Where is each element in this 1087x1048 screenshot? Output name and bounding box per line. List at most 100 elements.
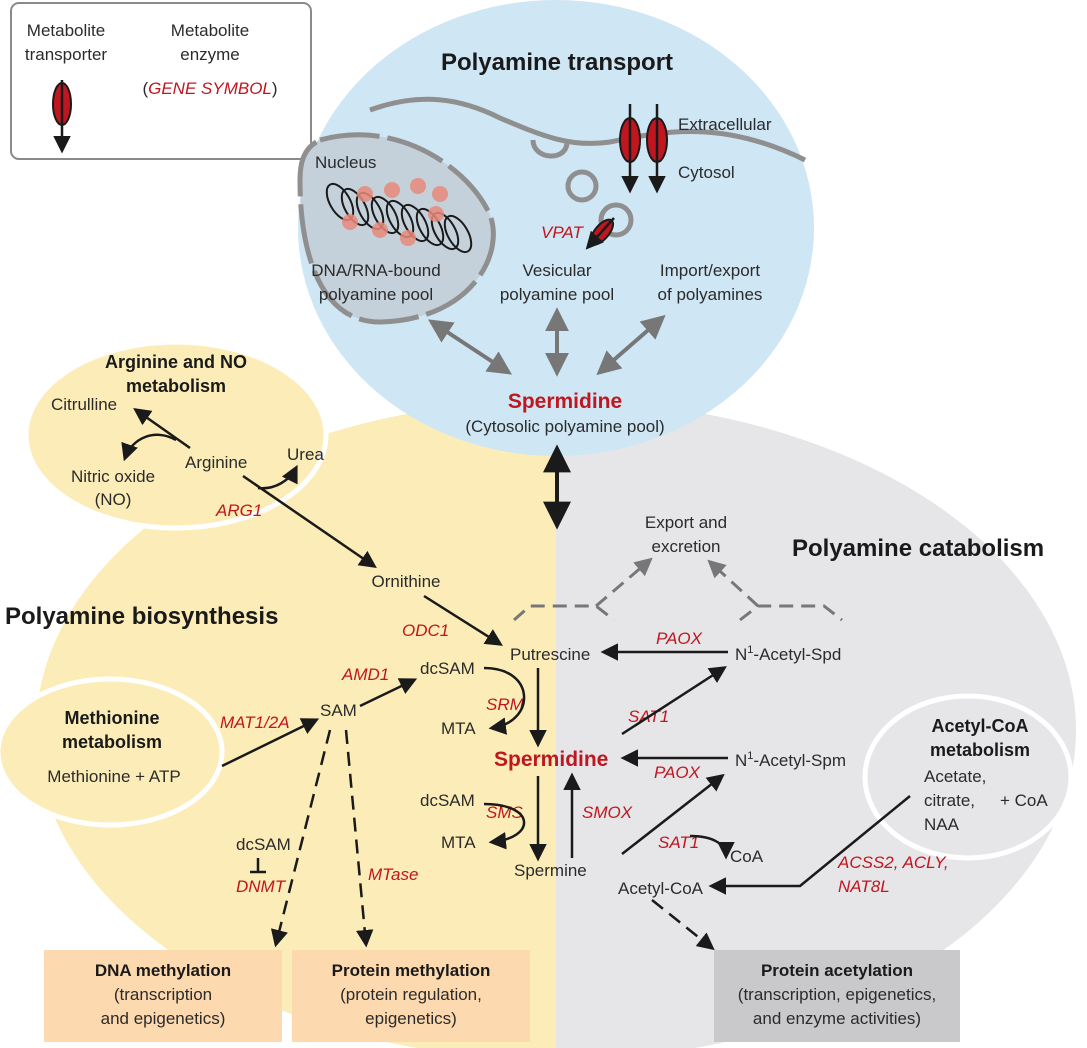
smox-label: SMOX — [582, 803, 633, 822]
protein-methylation-title: Protein methylation — [332, 961, 491, 980]
methionine-title-1: Methionine — [65, 708, 160, 728]
vpat-transporter — [585, 217, 615, 250]
export-label-1: Export and — [645, 513, 727, 532]
cytosol-label: Cytosol — [678, 163, 735, 182]
vesicle-1 — [565, 169, 599, 203]
transport-arrows — [427, 307, 666, 377]
transporter-1 — [619, 104, 641, 194]
odc1-label: ODC1 — [402, 621, 449, 640]
plasma-membrane — [369, 96, 807, 163]
vesicle-2 — [598, 202, 634, 238]
import-export-label-1: Import/export — [660, 261, 760, 280]
import-export-label-2: of polyamines — [658, 285, 763, 304]
protein-acetylation-title: Protein acetylation — [761, 961, 913, 980]
naa-label: NAA — [924, 815, 960, 834]
nucleus-envelope — [297, 132, 496, 325]
n1-acetyl-spd-label: N1-Acetyl-Spd — [735, 644, 841, 664]
putrescine-label: Putrescine — [510, 645, 590, 664]
nitric-oxide-label-2: (NO) — [95, 490, 132, 509]
nitric-oxide-label-1: Nitric oxide — [71, 467, 155, 486]
legend-enzyme-label-1: Metabolite — [171, 21, 249, 40]
vesicular-pool-label-2: polyamine pool — [500, 285, 614, 304]
dcsam-label: dcSAM — [420, 659, 475, 678]
membrane-invagination — [530, 139, 570, 159]
mat-label: MAT1/2A — [220, 713, 290, 732]
cytosolic-pool-label: (Cytosolic polyamine pool) — [465, 417, 664, 436]
acss2-acly-label: ACSS2, ACLY, — [837, 853, 949, 872]
vpat-label: VPAT — [541, 223, 584, 242]
acetylcoa-region — [862, 693, 1074, 861]
spermine-label: Spermine — [514, 861, 587, 880]
spermidine-transport-label: Spermidine — [508, 390, 622, 413]
acetylcoa-title-2: metabolism — [930, 740, 1030, 760]
sms-label: SMS — [486, 803, 524, 822]
citrate-label: citrate, — [924, 791, 975, 810]
dcsam-2-label: dcSAM — [420, 791, 475, 810]
extracellular-label: Extracellular — [678, 115, 772, 134]
citrulline-label: Citrulline — [51, 395, 117, 414]
legend-enzyme-label-2: enzyme — [180, 45, 240, 64]
arginine-arrows — [121, 407, 377, 568]
polyamine-dots — [342, 178, 448, 246]
biosynthesis-region — [36, 400, 556, 1048]
amd1-label: AMD1 — [341, 665, 389, 684]
arginine-title-1: Arginine and NO — [105, 352, 247, 372]
legend-transporter-label-2: transporter — [25, 45, 108, 64]
n1-acetyl-spm-label: N1-Acetyl-Spm — [735, 750, 846, 770]
dna-methylation-title: DNA methylation — [95, 961, 231, 980]
paox-1-label: PAOX — [656, 629, 703, 648]
transport-region — [298, 0, 814, 456]
coa-label: CoA — [730, 847, 764, 866]
protein-acetylation-line-2: and enzyme activities) — [753, 1009, 921, 1028]
dna-pool-label-1: DNA/RNA-bound — [311, 261, 440, 280]
spermidine-main-label: Spermidine — [494, 748, 608, 771]
methionine-region — [0, 676, 225, 828]
arg1-label: ARG1 — [215, 501, 262, 520]
arginine-title-2: metabolism — [126, 376, 226, 396]
dcsam-3-label: dcSAM — [236, 835, 291, 854]
legend-transporter-icon — [52, 80, 72, 154]
ornithine-label: Ornithine — [372, 572, 441, 591]
catabolism-region — [556, 400, 1076, 1048]
protein-acetylation-line-1: (transcription, epigenetics, — [738, 985, 936, 1004]
acetylcoa-title-1: Acetyl-CoA — [931, 716, 1028, 736]
dna-methylation-line-2: and epigenetics) — [101, 1009, 226, 1028]
biosynthesis-arrows — [221, 594, 581, 948]
dna-methylation-line-1: (transcription — [114, 985, 212, 1004]
mta-2-label: MTA — [441, 833, 476, 852]
transporter-2 — [646, 104, 668, 194]
catabolism-title: Polyamine catabolism — [792, 535, 1044, 562]
plus-coa-label: + CoA — [1000, 791, 1048, 810]
srm-label: SRM — [486, 695, 525, 714]
arginine-label: Arginine — [185, 453, 247, 472]
nucleus-label: Nucleus — [315, 153, 376, 172]
acetate-label: Acetate, — [924, 767, 986, 786]
dna-methylation-box — [44, 950, 282, 1042]
nat8l-label: NAT8L — [838, 877, 890, 896]
sat1-b-label: SAT1 — [658, 833, 699, 852]
protein-acetylation-box — [714, 950, 960, 1042]
methionine-title-2: metabolism — [62, 732, 162, 752]
dnmt-label: DNMT — [236, 877, 287, 896]
catabolism-arrows — [600, 643, 911, 951]
protein-methylation-line-1: (protein regulation, — [340, 985, 482, 1004]
legend-gene-symbol: (GENE SYMBOL) — [142, 79, 277, 98]
biosynthesis-title: Polyamine biosynthesis — [5, 603, 278, 630]
legend-transporter-label-1: Metabolite — [27, 21, 105, 40]
mta-label: MTA — [441, 719, 476, 738]
export-label-2: excretion — [652, 537, 721, 556]
vesicular-pool-label-1: Vesicular — [523, 261, 592, 280]
export-dashed-lines — [513, 557, 843, 622]
mtase-label: MTase — [368, 865, 418, 884]
dna-pool-label-2: polyamine pool — [319, 285, 433, 304]
protein-methylation-line-2: epigenetics) — [365, 1009, 457, 1028]
legend-box — [10, 2, 312, 160]
sam-label: SAM — [320, 701, 357, 720]
methionine-substrate-label: Methionine + ATP — [47, 767, 180, 786]
transport-title: Polyamine transport — [441, 49, 673, 76]
urea-label: Urea — [287, 445, 324, 464]
acetyl-coa-label: Acetyl-CoA — [618, 879, 704, 898]
protein-methylation-box — [292, 950, 530, 1042]
